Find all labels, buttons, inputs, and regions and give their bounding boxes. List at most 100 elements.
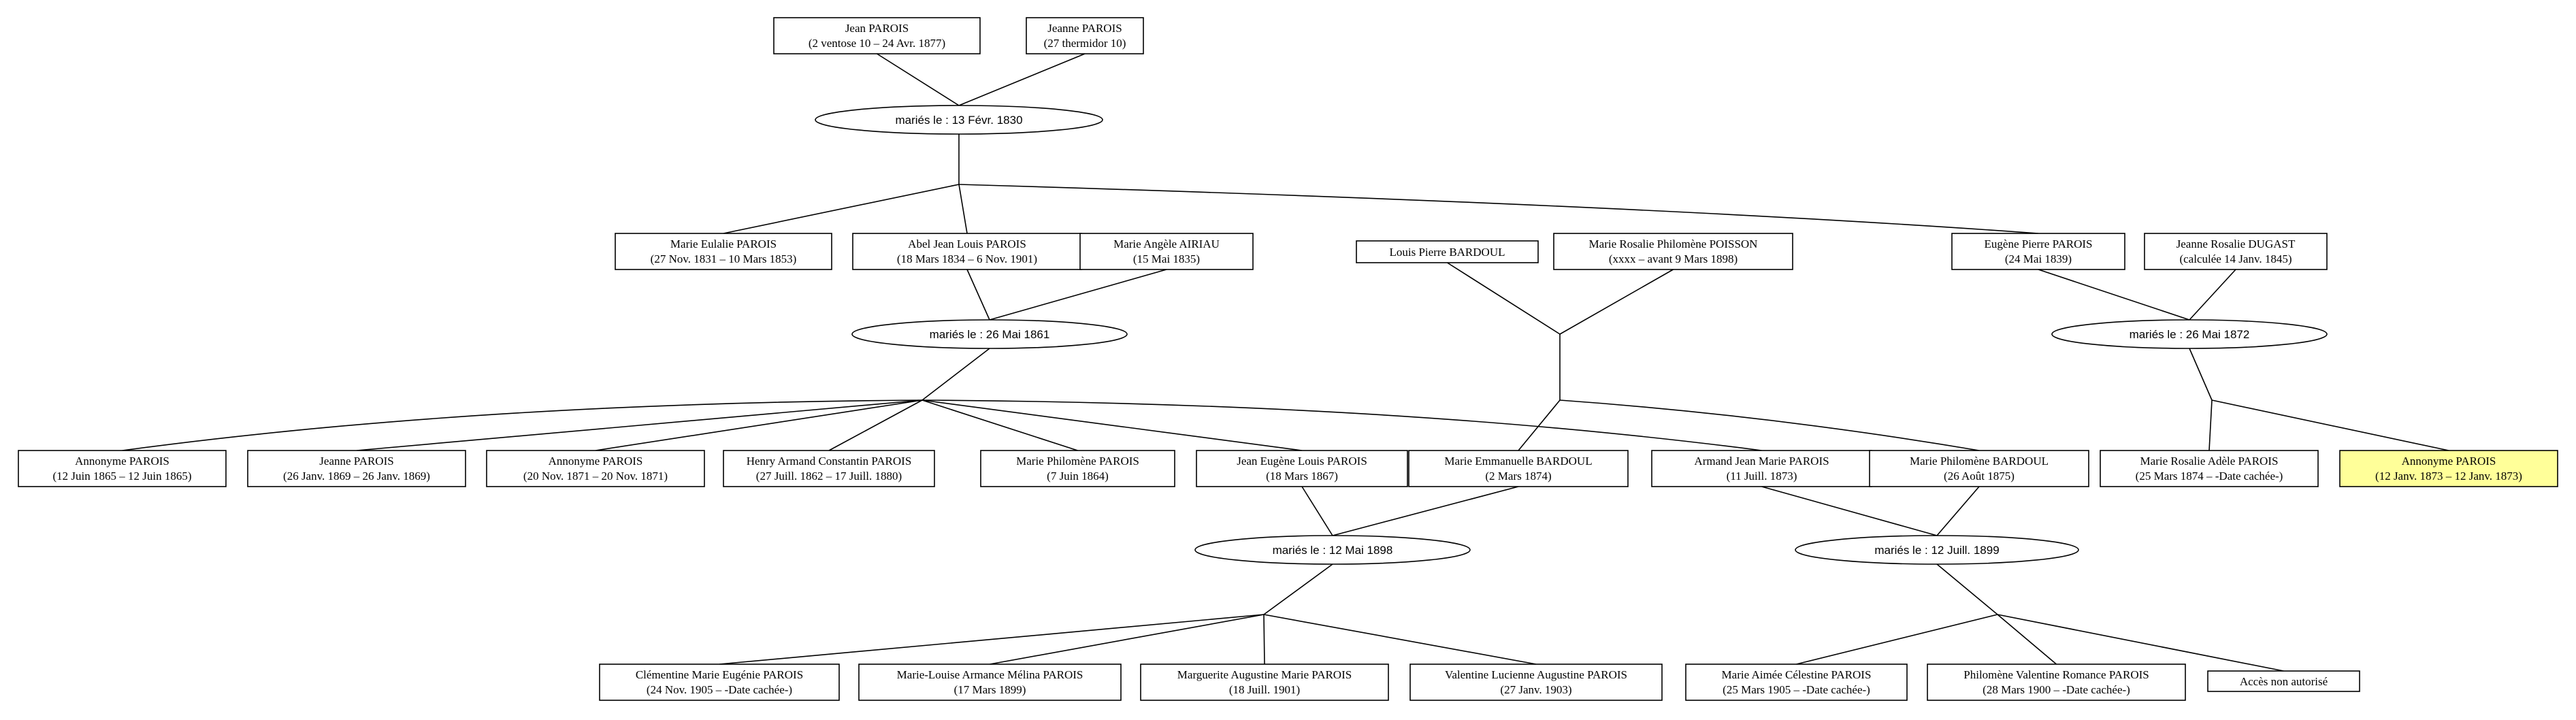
union-stem-u6 xyxy=(1936,563,1998,615)
person-name: Marie Emmanuelle BARDOUL xyxy=(1444,455,1592,468)
person-name: Louis Pierre BARDOUL xyxy=(1390,246,1505,259)
person-box[interactable]: Marie Eulalie PAROIS(27 Nov. 1831 – 10 M… xyxy=(615,233,832,270)
partner-line-p5-u2 xyxy=(989,269,1167,321)
marriage-node[interactable]: mariés le : 12 Mai 1898 xyxy=(1194,535,1471,565)
person-box-border xyxy=(1951,233,2125,270)
child-line-p27 xyxy=(1997,614,2284,672)
person-dates: (xxxx – avant 9 Mars 1898) xyxy=(1609,252,1738,265)
person-box[interactable]: Marie Rosalie Adèle PAROIS(25 Mars 1874 … xyxy=(2100,450,2319,487)
relationship-lines xyxy=(122,53,2449,672)
person-name: Jeanne Rosalie DUGAST xyxy=(2176,238,2296,250)
person-box[interactable]: Armand Jean Marie PAROIS(11 Juill. 1873) xyxy=(1651,450,1872,487)
marriage-node[interactable]: mariés le : 13 Févr. 1830 xyxy=(815,105,1103,135)
person-dates: (18 Mars 1867) xyxy=(1266,470,1338,482)
person-box[interactable]: Marie-Louise Armance Mélina PAROIS(17 Ma… xyxy=(858,664,1122,701)
person-box[interactable]: Clémentine Marie Eugénie PAROIS (24 Nov. … xyxy=(599,664,840,701)
person-box[interactable]: Accès non autorisé xyxy=(2207,670,2360,692)
person-name: Annonyme PAROIS xyxy=(549,455,643,468)
person-box-border xyxy=(723,450,935,487)
child-line-p20 xyxy=(2211,399,2449,451)
person-name: Marie Aimée Célestine PAROIS xyxy=(1722,668,1872,681)
child-line-p19 xyxy=(2208,399,2213,451)
person-dates: (calculée 14 Janv. 1845) xyxy=(2179,252,2292,265)
partner-line-p2-u1 xyxy=(958,53,1086,106)
person-name: Annonyme PAROIS xyxy=(2402,455,2496,468)
child-line-p21 xyxy=(719,614,1265,665)
person-box[interactable]: Valentine Lucienne Augustine PAROIS(27 J… xyxy=(1409,664,1663,701)
person-box[interactable]: Marie Angèle AIRIAU(15 Mai 1835) xyxy=(1079,233,1254,270)
person-box-border xyxy=(1869,450,2089,487)
person-dates: (7 Juin 1864) xyxy=(1047,470,1109,482)
person-and-union-nodes: Jean PAROIS(2 ventose 10 – 24 Avr. 1877)… xyxy=(18,17,2558,701)
marriage-date-label: mariés le : 12 Mai 1898 xyxy=(1273,544,1393,557)
child-line-p16 xyxy=(1518,399,1561,451)
person-box-border xyxy=(2339,450,2558,487)
person-box[interactable]: Marie Philomène PAROIS(7 Juin 1864) xyxy=(980,450,1175,487)
person-box-border xyxy=(247,450,466,487)
marriage-date-label: mariés le : 13 Févr. 1830 xyxy=(895,114,1022,127)
child-line-p3 xyxy=(723,184,960,234)
person-name: Marie Rosalie Adèle PAROIS xyxy=(2140,455,2279,468)
person-box[interactable]: Marie Philomène BARDOUL(26 Août 1875) xyxy=(1869,450,2089,487)
partner-line-p1-u1 xyxy=(877,53,960,106)
person-box-border xyxy=(858,664,1122,701)
person-box-border xyxy=(1927,664,2186,701)
person-box-border xyxy=(1026,17,1144,54)
partner-line-p9-u4 xyxy=(2189,269,2236,321)
person-box[interactable]: Annonyme PAROIS(20 Nov. 1871 – 20 Nov. 1… xyxy=(486,450,705,487)
partner-line-p4-u2 xyxy=(966,269,990,321)
person-name: Philomène Valentine Romance PAROIS xyxy=(1963,668,2149,681)
person-name: Jean PAROIS xyxy=(845,22,909,35)
person-box-border xyxy=(2207,670,2360,692)
person-dates: (2 Mars 1874) xyxy=(1485,470,1551,482)
person-dates: (12 Janv. 1873 – 12 Janv. 1873) xyxy=(2375,470,2522,482)
person-name: Clémentine Marie Eugénie PAROIS xyxy=(636,668,803,681)
person-box[interactable]: Henry Armand Constantin PAROIS(27 Juill.… xyxy=(723,450,935,487)
child-line-p15 xyxy=(922,399,1303,451)
person-box-selected[interactable]: Annonyme PAROIS (12 Janv. 1873 – 12 Janv.… xyxy=(2339,450,2558,487)
child-line-p22 xyxy=(990,614,1265,665)
marriage-node[interactable]: mariés le : 26 Mai 1861 xyxy=(851,319,1128,349)
child-line-p14 xyxy=(922,399,1078,451)
marriage-node[interactable]: mariés le : 26 Mai 1872 xyxy=(2051,319,2328,349)
marriage-ellipse xyxy=(851,319,1128,349)
person-box[interactable]: Marguerite Augustine Marie PAROIS(18 Jui… xyxy=(1140,664,1389,701)
person-dates: (12 Juin 1865 – 12 Juin 1865) xyxy=(53,470,192,482)
person-box[interactable]: Philomène Valentine Romance PAROIS(28 Ma… xyxy=(1927,664,2186,701)
child-line-p24 xyxy=(1263,614,1537,665)
person-box-border xyxy=(1196,450,1408,487)
person-box[interactable]: Abel Jean Louis PAROIS (18 Mars 1834 – 6 … xyxy=(852,233,1082,270)
partner-line-p8-u4 xyxy=(2038,269,2190,321)
person-box[interactable]: Louis Pierre BARDOUL xyxy=(1356,240,1539,263)
child-line-p4 xyxy=(958,184,968,234)
person-box[interactable]: Marie Rosalie Philomène POISSON(xxxx – a… xyxy=(1553,233,1793,270)
person-box[interactable]: Jeanne PAROIS(26 Janv. 1869 – 26 Janv. 1… xyxy=(247,450,466,487)
person-name: Eugène Pierre PAROIS xyxy=(1985,238,2093,250)
person-box[interactable]: Jean Eugène Louis PAROIS(18 Mars 1867) xyxy=(1196,450,1408,487)
child-line-p18 xyxy=(1559,399,1980,451)
person-box-border xyxy=(1651,450,1872,487)
marriage-node[interactable]: mariés le : 12 Juill. 1899 xyxy=(1795,535,2079,565)
child-line-p11 xyxy=(356,399,923,451)
person-dates: (18 Mars 1834 – 6 Nov. 1901) xyxy=(897,252,1037,265)
union-stem-u5 xyxy=(1263,563,1333,615)
person-box[interactable]: Annonyme PAROIS (12 Juin 1865 – 12 Juin 1… xyxy=(18,450,227,487)
person-box-border xyxy=(599,664,840,701)
person-dates: (24 Nov. 1905 – -Date cachée-) xyxy=(647,683,792,696)
person-box[interactable]: Jeanne PAROIS(27 thermidor 10) xyxy=(1026,17,1144,54)
person-name: Armand Jean Marie PAROIS xyxy=(1694,455,1829,468)
person-box[interactable]: Marie Emmanuelle BARDOUL (2 Mars 1874) xyxy=(1408,450,1629,487)
person-name: Jeanne PAROIS xyxy=(319,455,393,468)
person-box[interactable]: Jeanne Rosalie DUGAST (calculée 14 Janv. … xyxy=(2144,233,2328,270)
person-name: Abel Jean Louis PAROIS xyxy=(908,238,1026,250)
person-dates: (27 Janv. 1903) xyxy=(1500,683,1571,696)
child-line-p26 xyxy=(1997,614,2057,665)
person-box-border xyxy=(1356,240,1539,263)
person-box[interactable]: Jean PAROIS(2 ventose 10 – 24 Avr. 1877) xyxy=(773,17,981,54)
person-name: Accès non autorisé xyxy=(2240,675,2328,688)
person-dates: (27 Juill. 1862 – 17 Juill. 1880) xyxy=(756,470,902,482)
person-name: Annonyme PAROIS xyxy=(75,455,169,468)
child-line-p17 xyxy=(922,399,1762,451)
person-box[interactable]: Eugène Pierre PAROIS(24 Mai 1839) xyxy=(1951,233,2125,270)
person-box[interactable]: Marie Aimée Célestine PAROIS(25 Mars 190… xyxy=(1685,664,1908,701)
